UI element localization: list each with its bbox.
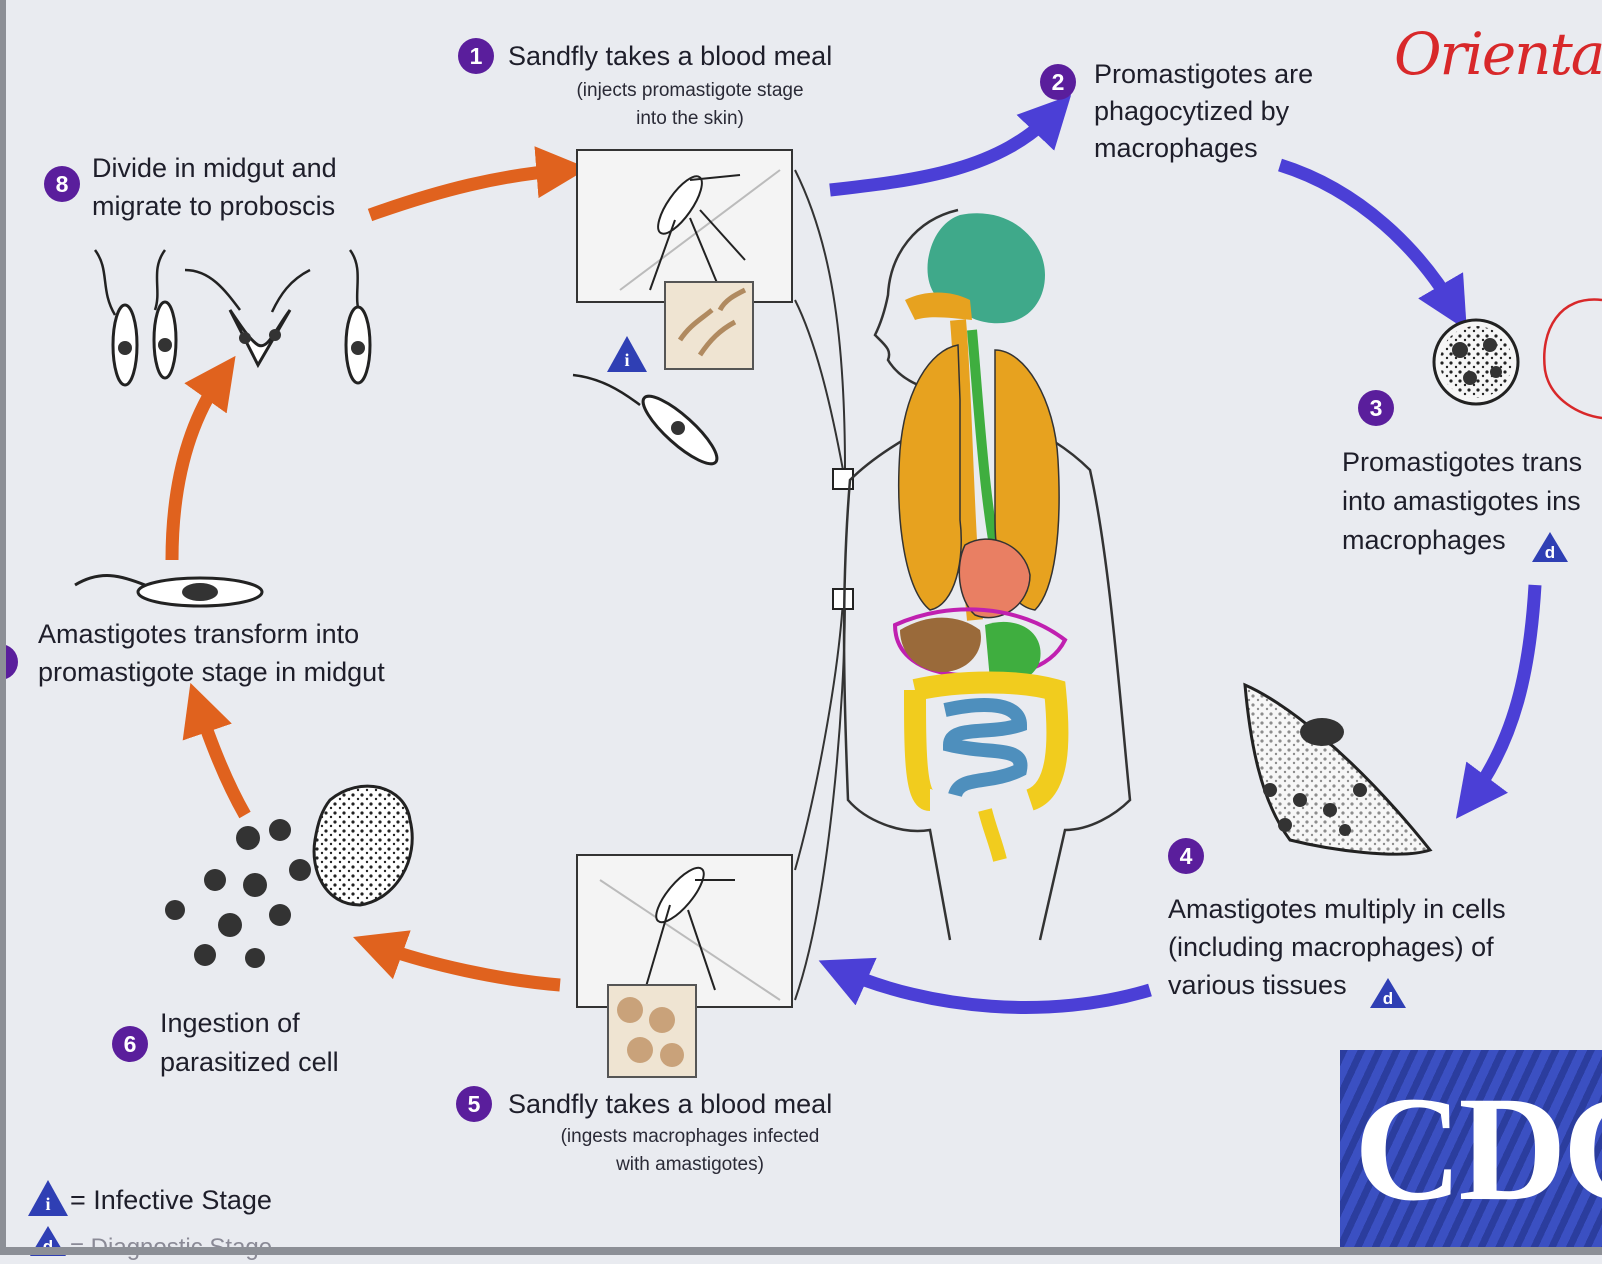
arrow-8-to-1: [367, 146, 589, 222]
promastigotes-group: [93, 249, 372, 387]
infected-tissue-cell: [1243, 682, 1433, 856]
arrow-7-to-8: [165, 355, 236, 561]
sandfly-bite-panel-top: [576, 149, 793, 370]
step-8-line-2: migrate to proboscis: [92, 191, 336, 221]
step-4-badge: 4: [1168, 838, 1204, 874]
step-1-sub-line-2: into the skin): [636, 108, 744, 129]
step-6-badge: 6: [112, 1026, 148, 1062]
tissue-marker-box: [832, 588, 854, 610]
step-5-title: Sandfly takes a blood meal: [508, 1089, 833, 1119]
skin-marker-box: [832, 468, 854, 490]
cdc-logo: CDC: [1340, 1050, 1602, 1247]
step-1-sub-line-1: (injects promastigote stage: [576, 80, 804, 101]
parasitized-cells: [165, 784, 414, 968]
diagnostic-stage-marker-4: d: [1370, 978, 1406, 1008]
arrow-5-to-6: [353, 930, 561, 992]
step-4-line-1: Amastigotes multiply in cells: [1168, 894, 1506, 924]
step-5-sub-line-1: (ingests macrophages infected: [560, 1126, 820, 1147]
arrow-2-to-3: [1278, 158, 1467, 331]
arrow-6-to-7: [182, 682, 251, 819]
arrow-1-to-2: [829, 95, 1072, 197]
step-4-line-2: (including macrophages) of: [1168, 932, 1494, 962]
step-6-line-1: Ingestion of: [160, 1008, 300, 1038]
panel-connector-lines: [794, 169, 846, 1001]
step-2-line-1: Promastigotes are: [1094, 59, 1314, 89]
step-1-badge: 1: [458, 38, 494, 74]
infective-stage-marker-1: i: [607, 336, 647, 372]
step-4-line-3: various tissues: [1168, 970, 1347, 1000]
step-3-line-2: into amastigotes ins: [1342, 486, 1581, 516]
step-3-line-3: macrophages: [1342, 525, 1506, 555]
step-3-line-1: Promastigotes trans: [1342, 447, 1583, 477]
step-8-badge: 8: [44, 166, 80, 202]
injected-promastigote: [572, 373, 719, 466]
step-6-line-2: parasitized cell: [160, 1047, 339, 1077]
step-5-badge: 5: [456, 1086, 492, 1122]
step-3-badge: 3: [1358, 390, 1394, 426]
human-body-figure: [842, 208, 1132, 941]
legend-diagnostic-icon: d: [30, 1226, 66, 1256]
step-2-badge: 2: [1040, 64, 1076, 100]
sandfly-bite-panel-bottom: [576, 854, 793, 1078]
step-7-line-2: promastigote stage in midgut: [38, 657, 385, 687]
step-7-line-1: Amastigotes transform into: [38, 619, 360, 649]
step-1-title: Sandfly takes a blood meal: [508, 41, 833, 71]
diagnostic-stage-marker-3: d: [1532, 532, 1568, 562]
handwritten-annotation: Orienta: [1394, 20, 1602, 88]
macrophage-with-amastigotes: [1432, 318, 1520, 406]
step-5-sub-line-2: with amastigotes): [616, 1154, 764, 1175]
legend-diagnostic-label: = Diagnostic Stage: [70, 1234, 273, 1261]
promastigote-in-midgut: [74, 574, 264, 608]
legend-infective-icon: i: [28, 1180, 68, 1216]
step-2-line-3: macrophages: [1094, 133, 1258, 163]
annotation-circle: [1543, 298, 1602, 420]
step-2-line-2: phagocytized by: [1094, 96, 1290, 126]
step-8-line-1: Divide in midgut and: [92, 153, 337, 183]
arrow-3-to-4: [1455, 584, 1542, 819]
arrow-4-to-5: [818, 957, 1152, 1014]
legend-infective-label: = Infective Stage: [70, 1185, 272, 1215]
